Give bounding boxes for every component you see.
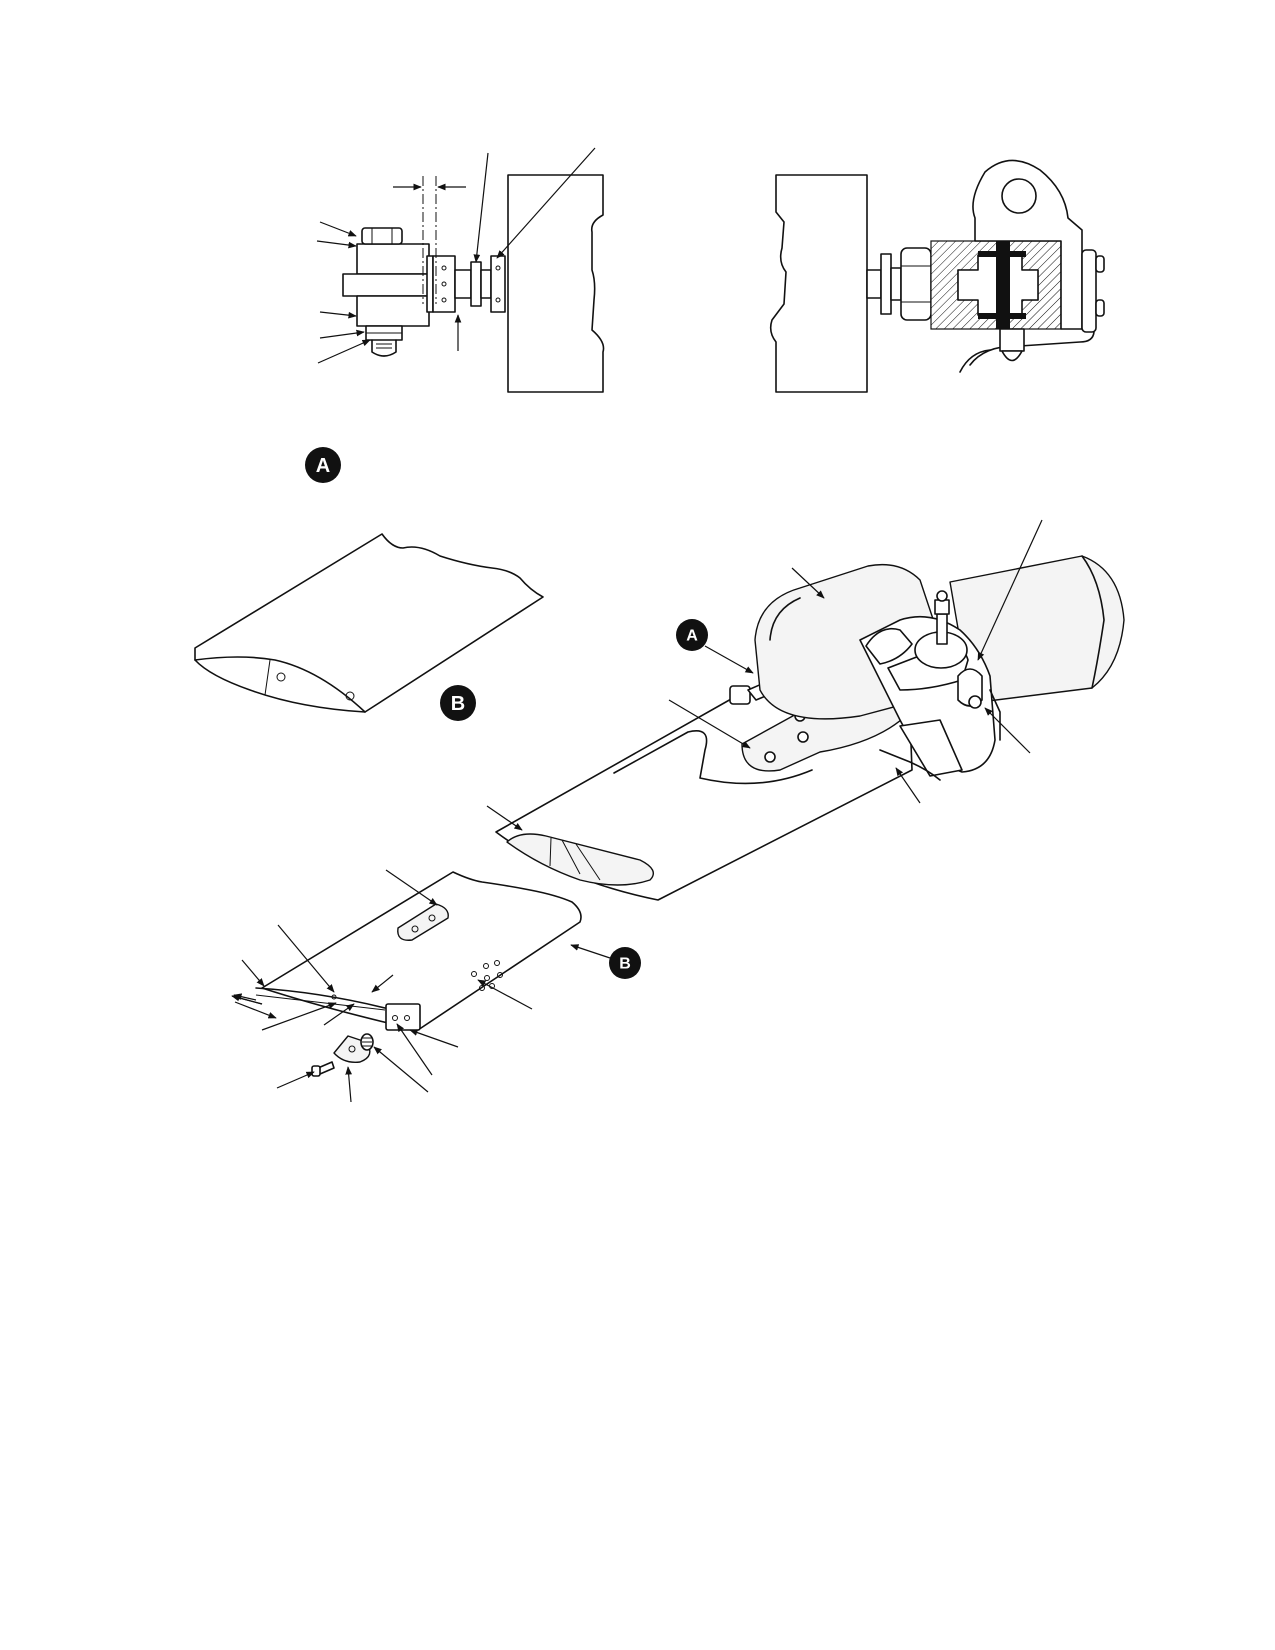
detail-a-section-view (769, 159, 1105, 393)
tip-leaders (241, 869, 533, 1103)
lower-link (899, 719, 963, 777)
tip-section (231, 871, 582, 1077)
tip-section-panel (261, 871, 582, 1031)
view-a-callout: A (305, 447, 341, 483)
tip-cap-block (385, 1003, 421, 1031)
bottom-nut (999, 328, 1025, 352)
balance-weight-plate (397, 903, 449, 941)
view-b-callout (440, 685, 476, 721)
blade-cross-section (506, 833, 654, 886)
blade-section-right (769, 174, 868, 393)
detail-a-rod-end-view (316, 147, 605, 393)
blade-section-left (507, 174, 605, 393)
mounting-lug (972, 159, 1083, 330)
rod-end-shank (454, 269, 472, 299)
clevis-upper-plate (356, 243, 430, 275)
lock-wire (969, 331, 1095, 366)
bolt-threads (371, 339, 397, 357)
ref-a-callout: A (676, 619, 754, 674)
bolt-head (361, 227, 403, 245)
washer (880, 253, 892, 315)
actuator-motor (949, 555, 1125, 703)
clevis-lower-plate (356, 295, 430, 327)
svg-text:B: B (619, 956, 631, 973)
hex-nut (900, 247, 932, 321)
airfoil-top-surface (194, 533, 544, 713)
ref-b-callout: B (570, 944, 641, 979)
svg-text:B: B (451, 693, 465, 715)
blade-actuator-assembly (495, 555, 1125, 901)
detail-b-airfoil: B (194, 533, 544, 721)
svg-text:A: A (316, 455, 330, 477)
svg-text:A: A (686, 628, 698, 645)
blade-bushing (490, 255, 506, 313)
airfoil-profile (194, 656, 366, 713)
tip-edge (255, 987, 386, 1009)
jam-nut (470, 261, 482, 307)
bearing-pin (996, 241, 1010, 329)
assembly-leaders (486, 519, 1043, 831)
stud (936, 613, 948, 645)
lug-hole (1001, 178, 1037, 214)
